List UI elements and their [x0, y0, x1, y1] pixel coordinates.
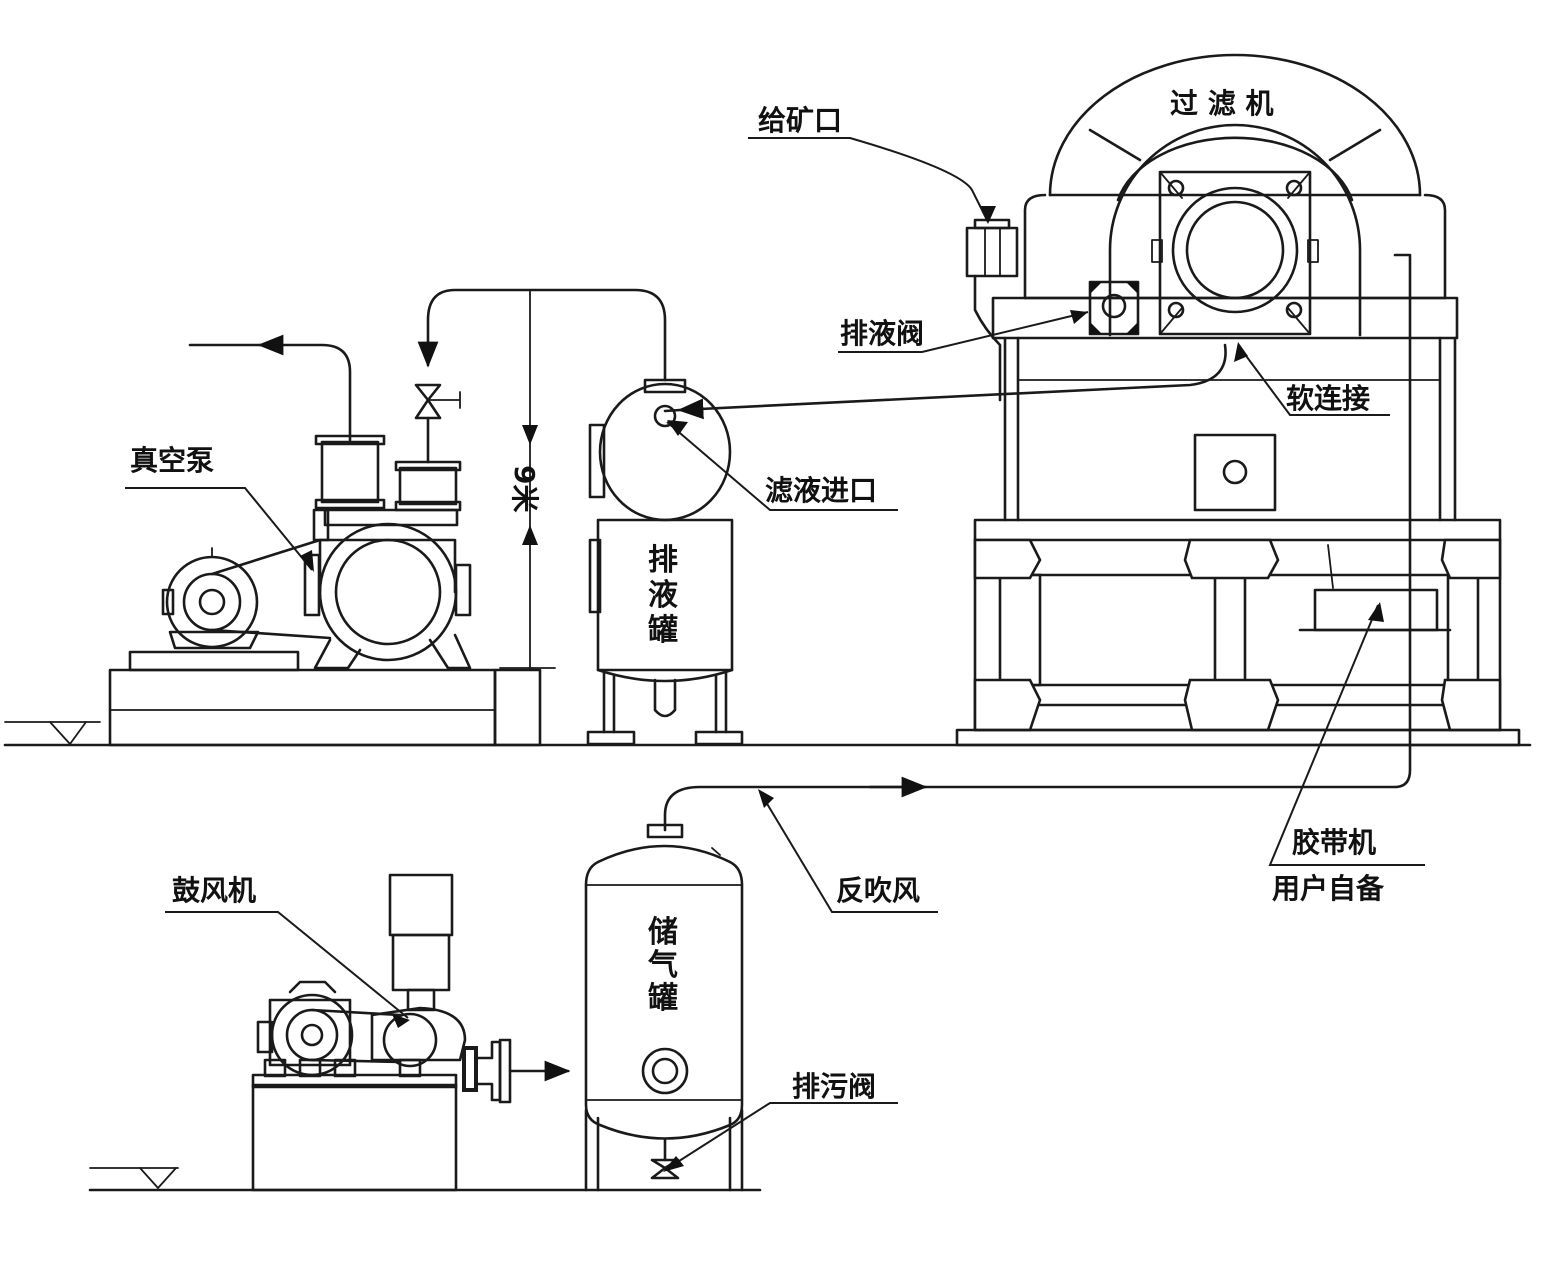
label-filter: 过 滤 机 [1170, 87, 1274, 120]
label-filtrate-inlet: 滤液进口 [765, 474, 877, 507]
label-drain-tank-3: 罐 [648, 613, 678, 648]
label-blowback: 反吹风 [836, 874, 920, 907]
pipes [188, 253, 1412, 1082]
label-drain-tank-2: 液 [648, 578, 678, 613]
height-dimension [499, 289, 556, 669]
label-drain-tank-1: 排 [648, 543, 678, 578]
ore-feed-port [965, 218, 1019, 402]
leader-lines [125, 137, 1425, 1171]
blower [251, 873, 512, 1192]
manual-valve [414, 383, 461, 464]
label-ore-feed: 给矿口 [758, 104, 842, 137]
drain-tank [586, 378, 744, 746]
leader-arrowheads [300, 206, 1384, 1172]
label-height: 9米 [508, 465, 541, 512]
label-blower: 鼓风机 [172, 874, 256, 907]
label-vacuum-pump: 真空泵 [130, 444, 214, 477]
label-air-tank-3: 罐 [648, 981, 678, 1016]
air-tank [584, 823, 744, 1192]
label-user-supplied: 用户自备 [1272, 872, 1385, 905]
filter-machine [955, 53, 1521, 747]
label-air-tank-2: 气 [648, 948, 678, 983]
vacuum-pump [108, 434, 542, 747]
label-air-tank-1: 储 [648, 915, 678, 950]
label-belt-conveyor: 胶带机 [1292, 826, 1376, 859]
label-drain-valve-top: 排液阀 [840, 317, 924, 350]
label-sewage-valve: 排污阀 [792, 1070, 876, 1103]
filter-drain-valve [1088, 280, 1140, 336]
text-labels: 过 滤 机 给矿口 排液阀 软连接 滤液进口 真空泵 9米 排 液 罐 胶带机 … [130, 87, 1385, 1103]
label-soft-connection: 软连接 [1286, 382, 1370, 415]
